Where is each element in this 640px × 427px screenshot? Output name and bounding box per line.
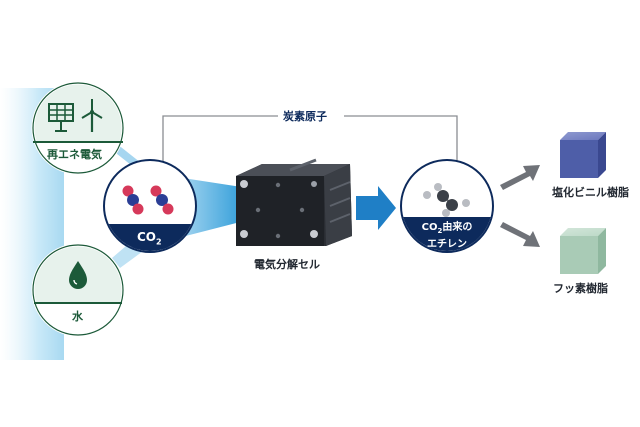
co2-molecule-icon [150,185,174,215]
fluororesin-cube [560,228,606,274]
pvc-resin-label: 塩化ビニル樹脂 [552,186,629,199]
ethylene-molecule-icon [423,183,470,217]
co2-label-main: CO [137,230,157,244]
ethylene-subscript: 2 [437,227,443,235]
ethylene-label-line1: CO2由来の [414,221,480,238]
carbon-atom-label: 炭素原子 [283,108,327,124]
water-label: 水 [72,310,83,323]
ethylene-node [400,159,494,253]
process-arrow [356,186,396,230]
carbon-atom-text: 炭素原子 [283,110,327,123]
ethylene-origin-text: 由来の [442,222,473,233]
wind-turbine-icon [81,99,103,132]
electrolysis-cell-label: 電気分解セル [254,258,320,271]
solar-panel-icon [48,103,74,132]
ethylene-co-text: CO [421,222,438,233]
product-arrow-upper [500,165,540,190]
co2-label: CO2 [137,230,162,246]
fluororesin-label: フッ素樹脂 [553,282,608,295]
co2-node [103,159,197,253]
pvc-resin-cube [560,132,606,178]
water-drop-icon [69,261,87,289]
product-arrow-lower [500,222,540,247]
water-node [31,243,125,337]
co2-molecule-icon [122,185,144,215]
electrolysis-cell [236,158,352,246]
co2-label-subscript: 2 [156,237,162,247]
ethylene-label-line2: エチレン [427,239,467,250]
renewable-energy-label: 再エネ電気 [47,148,102,161]
ethylene-label: CO2由来の エチレン [414,221,480,251]
